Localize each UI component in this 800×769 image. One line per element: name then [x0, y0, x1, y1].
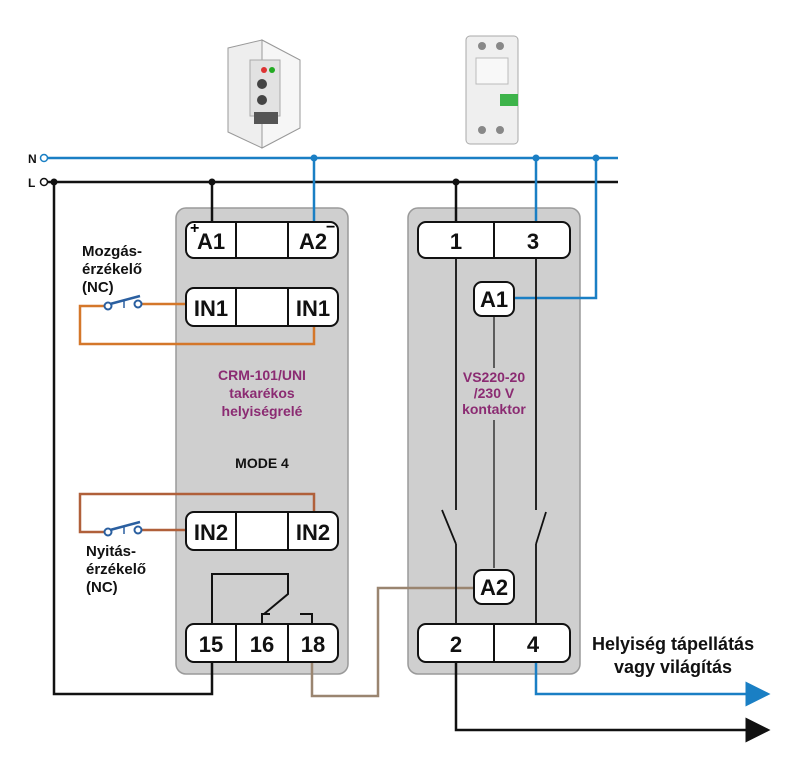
relay-name-line1: CRM-101/UNI	[218, 367, 306, 383]
contactor-3-terminal: 3	[527, 229, 539, 254]
relay-name-line3: helyiségrelé	[222, 403, 303, 419]
relay-device-picture	[227, 39, 301, 149]
contactor-name-line3: kontaktor	[462, 401, 526, 417]
output-label-line1: Helyiség tápellátás	[592, 634, 754, 654]
relay-terminal-row-in1: IN1 IN1	[185, 287, 339, 327]
contactor-terminal-row-top: 1 3	[417, 221, 571, 259]
relay-name-line2: takarékos	[229, 385, 295, 401]
n-rail-terminal	[39, 153, 49, 163]
relay-16-terminal: 16	[250, 632, 274, 657]
motion-sensor-label-line2: érzékelő	[82, 261, 142, 278]
door-sensor-label-line1: Nyitás-	[86, 543, 136, 560]
output-label-line2: vagy világítás	[614, 657, 732, 677]
contactor-1-terminal: 1	[450, 229, 462, 254]
contactor-terminal-row-bottom: 2 4	[417, 623, 571, 663]
door-sensor-label-line3: (NC)	[86, 579, 118, 596]
l-rail-terminal	[39, 177, 49, 187]
relay-18-terminal: 18	[301, 632, 325, 657]
relay-a2-terminal: A2	[299, 229, 327, 254]
relay-a1-terminal: A1	[197, 229, 225, 254]
contactor-name-line2: /230 V	[474, 385, 515, 401]
relay-plus-sign: +	[190, 220, 199, 237]
contactor-a1-terminal: A1	[480, 287, 508, 312]
wiring	[50, 154, 771, 743]
motion-sensor-switch	[103, 294, 143, 311]
contactor-coil-a1: A1	[473, 281, 515, 317]
motion-sensor-label-line3: (NC)	[82, 279, 114, 296]
relay-terminal-row-in2: IN2 IN2	[185, 511, 339, 551]
contactor-device-picture	[465, 35, 519, 145]
relay-terminal-row-power: A1 A2 + −	[185, 219, 339, 259]
contactor-a2-terminal: A2	[480, 575, 508, 600]
relay-minus-sign: −	[326, 219, 335, 236]
relay-15-terminal: 15	[199, 632, 223, 657]
relay-in2-left-terminal: IN2	[194, 520, 228, 545]
contactor-4-terminal: 4	[527, 632, 540, 657]
l-rail-label: L	[28, 176, 35, 190]
contactor-coil-a2: A2	[473, 569, 515, 605]
relay-terminal-row-contacts: 15 16 18	[185, 623, 339, 663]
contactor-name-line1: VS220-20	[463, 369, 525, 385]
relay-in1-right-terminal: IN1	[296, 296, 330, 321]
relay-mode-label: MODE 4	[235, 455, 289, 471]
relay-in2-right-terminal: IN2	[296, 520, 330, 545]
door-sensor-switch	[103, 520, 143, 537]
motion-sensor-label-line1: Mozgás-	[82, 243, 142, 260]
contactor-2-terminal: 2	[450, 632, 462, 657]
relay-panel	[175, 207, 349, 675]
door-sensor-label-line2: érzékelő	[86, 561, 146, 578]
n-rail-label: N	[28, 152, 37, 166]
relay-in1-left-terminal: IN1	[194, 296, 228, 321]
